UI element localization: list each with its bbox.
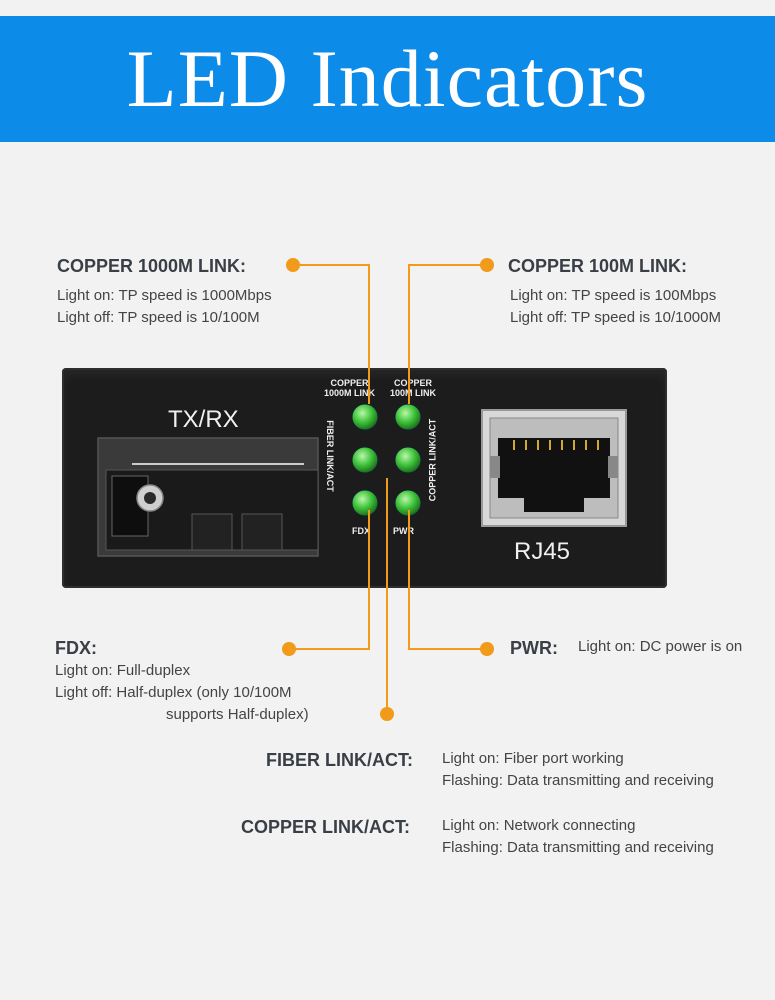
callout-dot-pwr <box>480 642 494 656</box>
copper-link-description: Light on: Network connecting Flashing: D… <box>442 815 714 859</box>
fiber-link-heading: FIBER LINK/ACT: <box>266 750 413 770</box>
copper-100m-led-label: COPPER 100M LINK <box>390 378 437 398</box>
fiber-link-line-1: Light on: Fiber port working <box>442 750 624 767</box>
callout-dot-copper-1000m <box>286 258 300 272</box>
copper-1000m-heading: COPPER 1000M LINK: <box>57 256 247 276</box>
copper-100m-description: Light on: TP speed is 100Mbps Light off:… <box>510 285 721 329</box>
fdx-line-1: Light on: Full-duplex <box>55 662 191 679</box>
fdx-line-3: supports Half-duplex) <box>166 706 309 723</box>
fdx-line-2: Light off: Half-duplex (only 10/100M <box>55 684 292 701</box>
pwr-line-1: Light on: DC power is on <box>578 638 743 655</box>
txrx-label: TX/RX <box>168 406 239 433</box>
pwr-heading: PWR: <box>510 638 558 658</box>
callout-dot-fdx <box>282 642 296 656</box>
copper-1000m-led <box>351 403 379 431</box>
callout-dot-fiber-link <box>380 707 394 721</box>
copper-100m-heading: COPPER 100M LINK: <box>508 256 688 276</box>
rj45-label: RJ45 <box>514 538 571 565</box>
page-title: LED Indicators <box>126 33 649 124</box>
fiber-link-led <box>351 446 379 474</box>
copper-link-line-2: Flashing: Data transmitting and receivin… <box>442 839 714 856</box>
fdx-description: Light on: Full-duplex Light off: Half-du… <box>55 660 309 726</box>
pwr-led <box>394 489 422 517</box>
fdx-led-label: FDX <box>352 526 370 536</box>
fdx-led <box>351 489 379 517</box>
callout-dot-copper-100m <box>480 258 494 272</box>
led-panel <box>351 403 422 517</box>
rj45-port <box>481 409 627 527</box>
fiber-link-line-2: Flashing: Data transmitting and receivin… <box>442 772 714 789</box>
fdx-heading: FDX: <box>55 638 97 658</box>
copper-link-line-1: Light on: Network connecting <box>442 817 636 834</box>
pwr-led-label: PWR <box>393 526 414 536</box>
copper-100m-led <box>394 403 422 431</box>
copper-1000m-description: Light on: TP speed is 1000Mbps Light off… <box>57 285 272 329</box>
pwr-description: Light on: DC power is on <box>578 636 742 658</box>
title-banner: LED Indicators <box>0 16 775 142</box>
copper-1000m-line-1: Light on: TP speed is 1000Mbps <box>57 287 272 304</box>
copper-link-led <box>394 446 422 474</box>
fiber-link-description: Light on: Fiber port working Flashing: D… <box>442 748 714 792</box>
copper-100m-line-1: Light on: TP speed is 100Mbps <box>510 287 717 304</box>
fiber-port <box>97 437 319 557</box>
copper-100m-line-2: Light off: TP speed is 10/1000M <box>510 309 721 326</box>
copper-1000m-led-label: COPPER 1000M LINK <box>324 378 376 398</box>
copper-link-heading: COPPER LINK/ACT: <box>241 817 411 837</box>
copper-1000m-line-2: Light off: TP speed is 10/100M <box>57 309 260 326</box>
media-converter-device: TX/RX COPPER 1000M LINK COPPER 100M LINK… <box>62 368 667 588</box>
